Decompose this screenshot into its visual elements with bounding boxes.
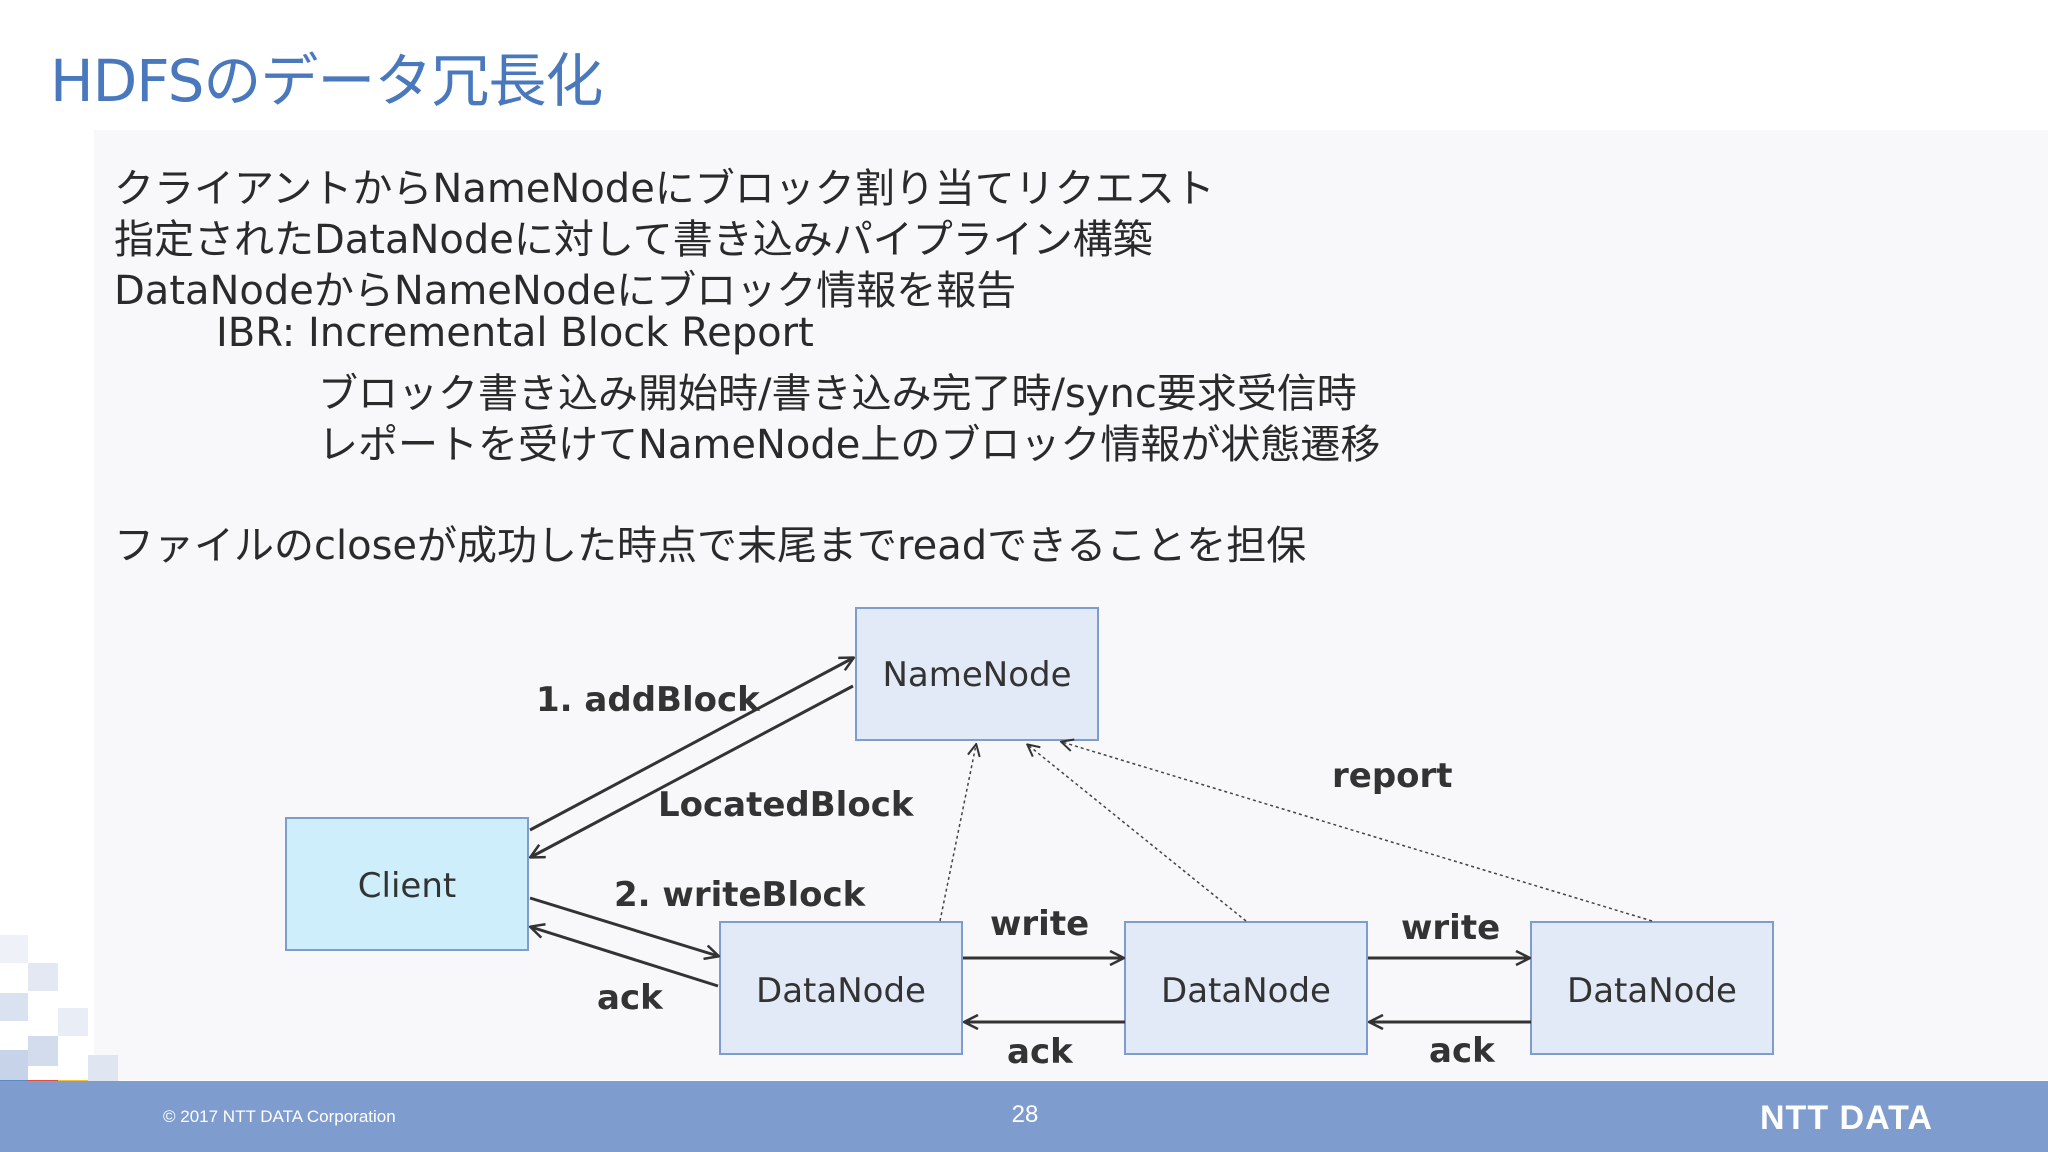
write-block-label: 2. writeBlock bbox=[614, 875, 867, 915]
client-label: Client bbox=[358, 866, 456, 906]
add-block-arrow bbox=[529, 658, 853, 832]
bullet-item: クライアントからNameNodeにブロック割り当てリクエスト bbox=[114, 166, 1215, 212]
bullet-subitem: ブロック書き込み開始時/書き込み完了時/sync要求受信時 bbox=[318, 371, 1357, 417]
write-label-2: write bbox=[1401, 908, 1500, 948]
datanode-label: DataNode bbox=[1161, 971, 1331, 1011]
add-block-label: 1. addBlock bbox=[536, 680, 761, 720]
copyright-text: © 2017 NTT DATA Corporation bbox=[163, 1107, 396, 1126]
ack-label-2: ack bbox=[1429, 1031, 1496, 1071]
datanode-box-3: DataNode bbox=[1530, 921, 1774, 1055]
write-label-1: write bbox=[990, 904, 1089, 944]
slide-title: HDFSのデータ冗長化 bbox=[50, 47, 603, 115]
namenode-label: NameNode bbox=[882, 655, 1071, 695]
ack-label-1: ack bbox=[1007, 1032, 1074, 1072]
client-box: Client bbox=[285, 817, 529, 951]
ntt-data-logo: NTT DATA bbox=[1760, 1099, 1933, 1137]
client-ack-arrow bbox=[531, 927, 719, 988]
bullet-item: 指定されたDataNodeに対して書き込みパイプライン構築 bbox=[114, 217, 1153, 263]
namenode-box: NameNode bbox=[855, 607, 1099, 741]
bullet-subitem: レポートを受けてNameNode上のブロック情報が状態遷移 bbox=[318, 422, 1381, 468]
located-block-arrow bbox=[531, 684, 854, 857]
bullet-item: DataNodeからNameNodeにブロック情報を報告 bbox=[114, 268, 1017, 314]
bullet-item: ファイルのcloseが成功した時点で末尾までreadできることを担保 bbox=[114, 523, 1307, 569]
client-ack-label: ack bbox=[597, 978, 664, 1018]
report-arrow-3 bbox=[1062, 742, 1653, 922]
located-block-label: LocatedBlock bbox=[658, 785, 915, 825]
report-label: report bbox=[1332, 756, 1453, 796]
bullet-subitem: IBR: Incremental Block Report bbox=[216, 310, 814, 356]
datanode-label: DataNode bbox=[1567, 971, 1737, 1011]
footer-bar: © 2017 NTT DATA Corporation 28 NTT DATA bbox=[0, 1081, 2048, 1152]
datanode-label: DataNode bbox=[756, 971, 926, 1011]
datanode-box-1: DataNode bbox=[719, 921, 963, 1055]
logo-text: NTT DATA bbox=[1760, 1099, 1933, 1137]
page-number: 28 bbox=[1011, 1101, 1039, 1128]
write-block-arrow bbox=[529, 896, 718, 956]
datanode-box-2: DataNode bbox=[1124, 921, 1368, 1055]
report-arrow-2 bbox=[1028, 745, 1247, 922]
